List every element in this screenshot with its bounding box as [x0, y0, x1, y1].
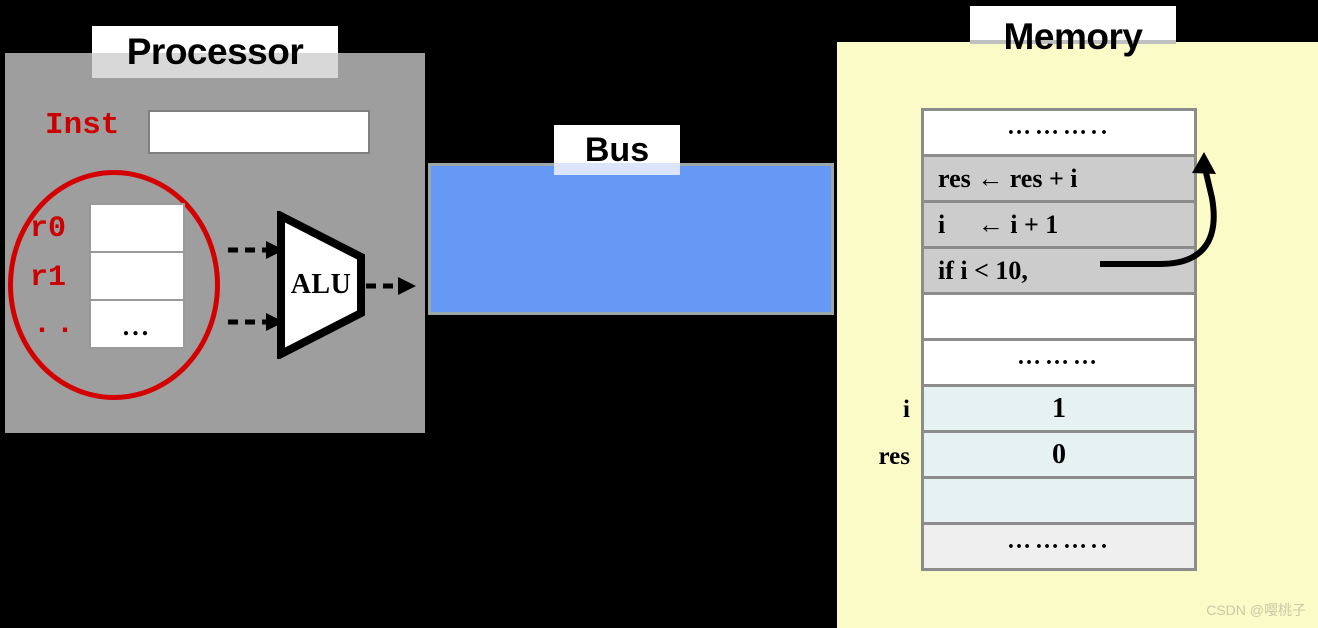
memory-title: Memory: [1003, 16, 1143, 57]
memory-cell-row[interactable]: if i < 10,: [924, 249, 1194, 295]
memory-title-underlay: [970, 44, 1176, 68]
register-file: ...: [89, 203, 185, 349]
memory-side-label-res: res: [878, 443, 910, 470]
memory-cell-row[interactable]: 1: [924, 387, 1194, 433]
register-label-r1: r1: [30, 261, 67, 295]
processor-title-box: Processor: [92, 26, 338, 78]
memory-cell-text: i ← i + 1: [938, 209, 1059, 239]
memory-cell-text: res ← res + i: [938, 163, 1078, 193]
memory-cell-row[interactable]: ………: [924, 341, 1194, 387]
watermark: CSDN @嘤桃子: [1206, 602, 1306, 618]
bus-block: [428, 163, 834, 315]
register-label-more: ..: [33, 308, 80, 342]
memory-side-label-i: i: [903, 396, 910, 423]
memory-cell-row[interactable]: ………..: [924, 111, 1194, 157]
processor-title: Processor: [126, 31, 304, 72]
bus-title-underlay: [554, 163, 680, 175]
memory-cell-text: ………..: [1007, 114, 1111, 140]
memory-cell-text: 0: [1052, 438, 1066, 470]
memory-cell-row[interactable]: [924, 479, 1194, 525]
register-file-highlight-ellipse: [8, 170, 220, 400]
register-cell-r0[interactable]: [91, 205, 183, 253]
alu-output-arrow-icon: [366, 277, 416, 295]
alu-input-arrow-top-icon: [228, 241, 284, 259]
register-cell-dots: ...: [122, 312, 152, 341]
loop-back-arrow-icon: [1100, 152, 1217, 267]
memory-cell-text: ………: [1017, 344, 1101, 370]
memory-cell-text: ………..: [1007, 528, 1111, 554]
memory-title-rule: [970, 40, 1176, 44]
inst-register-field[interactable]: [148, 110, 370, 154]
memory-cell-row[interactable]: 0: [924, 433, 1194, 479]
processor-title-underlay: [92, 53, 338, 78]
register-label-r0: r0: [30, 212, 67, 246]
bus-title: Bus: [584, 130, 650, 169]
memory-cell-row[interactable]: res ← res + i: [924, 157, 1194, 203]
alu-shape: [277, 211, 365, 359]
memory-cell-table: ……….. res ← res + i i ← i + 1 if i < 10, …………: [921, 108, 1197, 571]
memory-cell-text: 1: [1052, 392, 1066, 424]
inst-register-label: Inst: [45, 108, 120, 143]
memory-cell-row[interactable]: i ← i + 1: [924, 203, 1194, 249]
register-cell-more[interactable]: ...: [91, 301, 183, 347]
alu-input-arrow-bottom-icon: [228, 313, 284, 331]
memory-cell-row[interactable]: ………..: [924, 525, 1194, 568]
memory-title-box: Memory: [970, 6, 1176, 68]
bus-title-box: Bus: [554, 125, 680, 175]
memory-cell-text: if i < 10,: [938, 255, 1028, 285]
memory-cell-row[interactable]: [924, 295, 1194, 341]
register-cell-r1[interactable]: [91, 253, 183, 301]
